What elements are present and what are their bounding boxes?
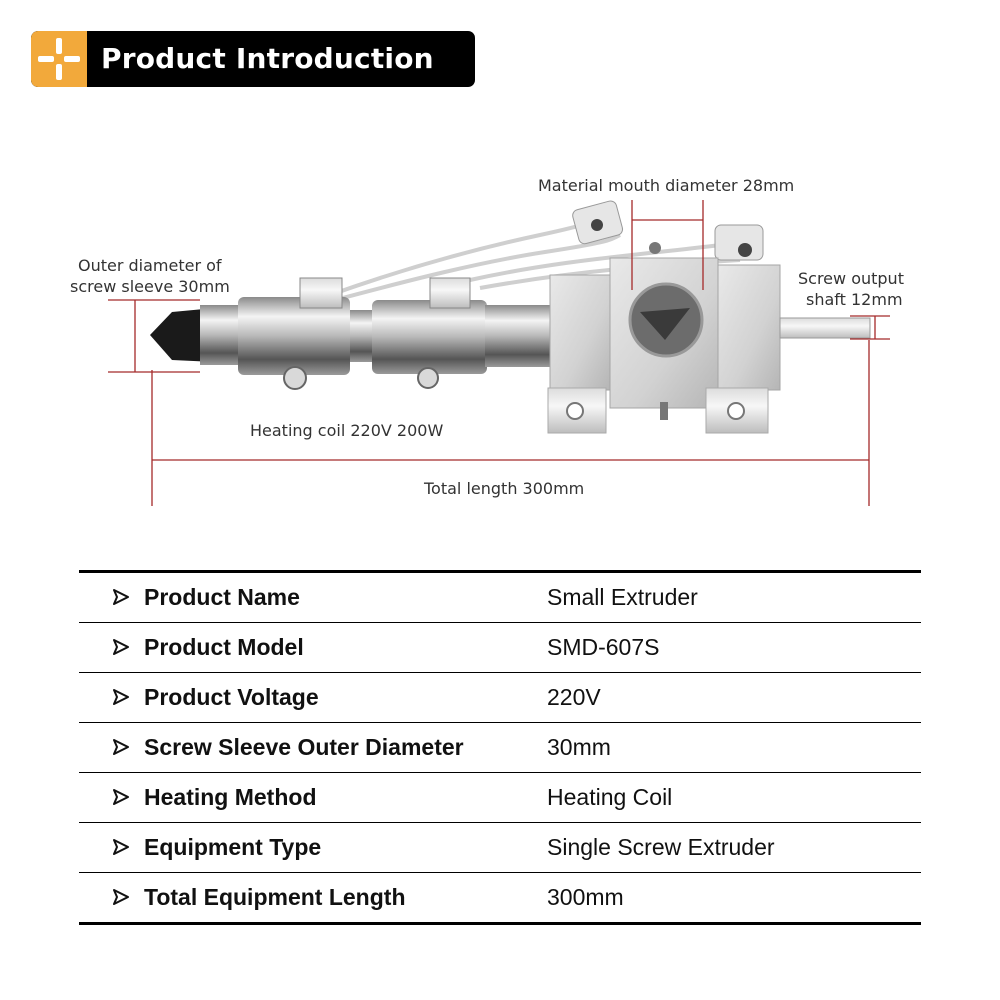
spec-label: Product Voltage (144, 684, 319, 710)
header-icon-box (31, 31, 87, 87)
spec-value: Single Screw Extruder (547, 834, 775, 860)
spec-value: Small Extruder (547, 584, 698, 610)
material-mouth-label: Material mouth diameter 28mm (538, 176, 795, 195)
output-shaft (779, 317, 871, 339)
outer-diameter-label-line2: screw sleeve 30mm (70, 277, 230, 296)
spec-label: Total Equipment Length (144, 884, 406, 910)
table-row: Heating Method Heating Coil (79, 773, 921, 823)
arrow-right-icon (113, 789, 129, 805)
spec-table: Product Name Small Extruder Product Mode… (79, 570, 921, 925)
spec-label: Product Name (144, 584, 300, 610)
spec-label: Screw Sleeve Outer Diameter (144, 734, 464, 760)
plus-icon (38, 38, 80, 80)
dimension-lines (108, 200, 890, 506)
table-row: Product Voltage 220V (79, 673, 921, 723)
arrow-right-icon (113, 839, 129, 855)
side-block-right (717, 264, 781, 391)
heating-coil-2 (372, 300, 487, 374)
product-diagram: Material mouth diameter 28mm Outer diame… (0, 140, 1000, 530)
screw-output-label-line1: Screw output (798, 269, 904, 288)
arrow-right-icon (113, 889, 129, 905)
side-block-left (549, 274, 611, 391)
spec-value: SMD-607S (547, 634, 660, 660)
header-title: Product Introduction (101, 42, 434, 75)
spec-value: 30mm (547, 734, 611, 760)
heating-coil-label: Heating coil 220V 200W (250, 421, 444, 440)
arrow-right-icon (113, 639, 129, 655)
table-row: Product Model SMD-607S (79, 623, 921, 673)
table-row: Screw Sleeve Outer Diameter 30mm (79, 723, 921, 773)
spec-label: Product Model (144, 634, 304, 660)
spec-value: Heating Coil (547, 784, 673, 810)
table-row: Total Equipment Length 300mm (79, 873, 921, 922)
spec-value: 220V (547, 684, 601, 710)
spec-value: 300mm (547, 884, 624, 910)
heating-coil-1 (238, 297, 350, 375)
nozzle-collar (200, 305, 240, 365)
table-row: Product Name Small Extruder (79, 573, 921, 623)
screw-output-label-line2: shaft 12mm (806, 290, 903, 309)
wire-terminals (572, 200, 764, 261)
nozzle (150, 308, 215, 362)
bolt (283, 366, 307, 390)
arrow-right-icon (113, 739, 129, 755)
spec-label: Heating Method (144, 784, 317, 810)
table-row: Equipment Type Single Screw Extruder (79, 823, 921, 873)
spec-label: Equipment Type (144, 834, 322, 860)
arrow-right-icon (113, 589, 129, 605)
total-length-label: Total length 300mm (424, 479, 585, 498)
outer-diameter-label-line1: Outer diameter of (78, 256, 222, 275)
extruder-illustration (108, 200, 890, 506)
bolt (417, 367, 439, 389)
screw-sleeve (485, 305, 555, 367)
arrow-right-icon (113, 689, 129, 705)
section-header: Product Introduction (31, 31, 475, 87)
